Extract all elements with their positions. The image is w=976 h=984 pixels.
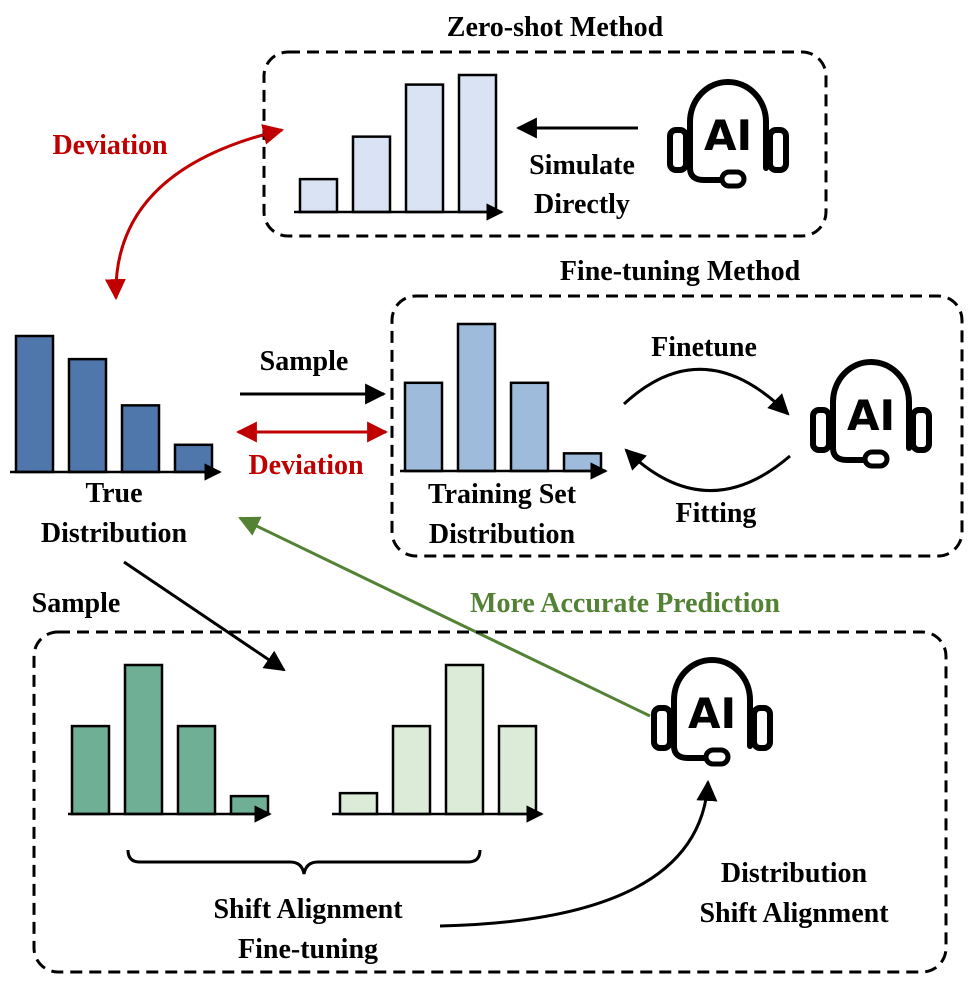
zero-shot-box — [262, 50, 828, 238]
training-set-bar-4 — [562, 452, 603, 473]
zero-shot-deviation-arrow — [104, 124, 285, 301]
shift-alignment-ai-icon: AI — [654, 660, 770, 764]
training-set-label-line2: Distribution — [429, 519, 576, 550]
sample-label: Sample — [260, 346, 349, 377]
training-set-bar-1 — [403, 381, 444, 473]
shift-alignment-box — [32, 630, 948, 974]
shift-left-bar-3 — [176, 724, 217, 816]
simulate-label-line1: Simulate — [529, 150, 635, 181]
zero-shot-bar-4 — [457, 73, 498, 214]
true-distribution-bar-2 — [67, 357, 108, 474]
shift-left-bar-4 — [229, 794, 270, 816]
zero-shot-deviation-label: Deviation — [52, 130, 168, 161]
shift-brace — [126, 849, 482, 875]
training-set-histogram — [403, 322, 603, 473]
training-set-bar-3 — [509, 381, 550, 473]
shift-to-ai-arrow — [439, 779, 718, 928]
distribution-shift-label-line1: Distribution — [721, 858, 868, 889]
fitting-arrow — [624, 448, 791, 493]
training-deviation-label: Deviation — [248, 450, 364, 481]
finetune-label: Finetune — [651, 332, 757, 363]
sample-below-arrow — [123, 560, 286, 672]
zero-shot-ai-icon: AI — [670, 82, 786, 186]
shift-right-bar-1 — [338, 791, 379, 816]
true-distribution-label-line1: True — [85, 478, 142, 509]
training-set-bar-2 — [456, 322, 497, 473]
shift-right-bar-2 — [391, 724, 432, 816]
finetune-arrow — [622, 367, 790, 416]
true-distribution-label-line2: Distribution — [41, 518, 188, 549]
more-accurate-label: More Accurate Prediction — [470, 588, 780, 619]
fine-tuning-box — [390, 294, 964, 558]
shift-alignment-ai-icon-text: AI — [688, 689, 736, 738]
fine-tuning-title: Fine-tuning Method — [560, 256, 801, 287]
true-distribution-bar-3 — [120, 404, 161, 474]
true-distribution-histogram — [14, 334, 214, 474]
simulate-label-line2: Directly — [534, 189, 630, 220]
shift-left-bar-2 — [123, 663, 164, 816]
shift-right-bar-4 — [497, 724, 538, 816]
training-set-label-line1: Training Set — [428, 479, 577, 510]
shift-right-histogram — [338, 663, 538, 816]
shift-right-bar-3 — [444, 663, 485, 816]
zero-shot-ai-icon-text: AI — [704, 111, 752, 160]
shift-finetune-label-line1: Shift Alignment — [213, 894, 403, 925]
shift-left-bar-1 — [70, 724, 111, 816]
sample-below-label: Sample — [32, 588, 121, 619]
fine-tuning-ai-icon: AI — [813, 362, 929, 466]
distribution-shift-label-line2: Shift Alignment — [699, 898, 889, 929]
more-accurate-arrow — [238, 516, 651, 718]
true-distribution-bar-1 — [14, 334, 55, 474]
shift-finetune-label-line2: Fine-tuning — [238, 934, 378, 965]
fitting-label: Fitting — [676, 498, 757, 529]
zero-shot-bar-3 — [404, 83, 445, 214]
zero-shot-bar-2 — [351, 135, 392, 214]
zero-shot-bar-1 — [298, 177, 339, 214]
zero-shot-title: Zero-shot Method — [447, 12, 664, 43]
shift-left-histogram — [70, 663, 270, 816]
fine-tuning-ai-icon-text: AI — [847, 391, 895, 440]
zero-shot-histogram — [298, 73, 498, 214]
true-distribution-bar-4 — [173, 443, 214, 474]
